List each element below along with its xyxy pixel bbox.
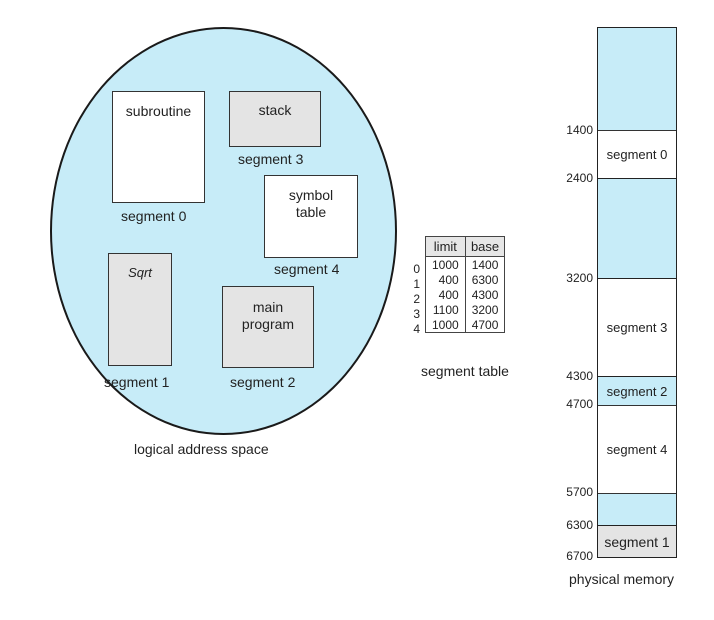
- sqrt-label: Sqrt: [128, 265, 152, 280]
- stack-segment: stack: [229, 91, 321, 147]
- memory-segment-4-label: segment 4: [606, 442, 668, 457]
- base-header: base: [464, 236, 506, 257]
- memory-segment-2-label: segment 2: [606, 383, 668, 399]
- row-index: 3: [413, 307, 420, 321]
- segment-3-caption: segment 3: [238, 151, 304, 167]
- memory-segment-0-label: segment 0: [606, 147, 668, 162]
- limit-cell: 1000: [425, 256, 466, 272]
- main-program-label-line2: program: [241, 316, 295, 332]
- segment-4-caption: segment 4: [274, 261, 340, 277]
- sqrt-segment: Sqrt: [108, 253, 172, 366]
- limit-cell: 400: [425, 287, 466, 302]
- address-label: 6700: [566, 549, 593, 563]
- address-label: 4700: [566, 397, 593, 411]
- free-block: [598, 28, 676, 130]
- base-cell: 4700: [464, 317, 506, 333]
- symbol-table-segment: symbol table: [264, 175, 358, 258]
- symbol-table-label-line1: symbol: [288, 187, 334, 203]
- free-block: [598, 493, 676, 525]
- table-row: 400 6300: [425, 272, 506, 287]
- segment-1-caption: segment 1: [104, 374, 170, 390]
- row-index: 2: [413, 292, 420, 306]
- base-cell: 4300: [464, 287, 506, 302]
- physical-memory-title: physical memory: [569, 571, 675, 587]
- symbol-table-label-line2: table: [295, 204, 327, 220]
- limit-cell: 400: [425, 272, 466, 287]
- segment-table-title: segment table: [421, 363, 509, 379]
- table-row: 1000 1400: [425, 256, 506, 272]
- memory-segment-1-label: segment 1: [604, 533, 670, 550]
- address-label: 3200: [566, 271, 593, 285]
- row-index: 0: [413, 262, 420, 276]
- address-label: 5700: [566, 485, 593, 499]
- memory-segment-1: segment 1: [598, 525, 676, 557]
- row-index: 1: [413, 277, 420, 291]
- logical-address-space-title: logical address space: [134, 441, 269, 457]
- memory-segment-0: segment 0: [598, 130, 676, 178]
- table-header-row: limit base: [425, 236, 506, 257]
- table-row: 400 4300: [425, 287, 506, 302]
- stack-label: stack: [258, 102, 292, 118]
- segment-0-caption: segment 0: [121, 208, 187, 224]
- segment-table-indices: 0 1 2 3 4: [410, 262, 420, 337]
- memory-segment-3-label: segment 3: [606, 320, 668, 335]
- table-row: 1000 4700: [425, 317, 506, 333]
- base-cell: 6300: [464, 272, 506, 287]
- address-label: 6300: [566, 518, 593, 532]
- address-label: 2400: [566, 171, 593, 185]
- subroutine-segment: subroutine: [112, 91, 205, 203]
- limit-cell: 1100: [425, 302, 466, 317]
- address-label: 4300: [566, 369, 593, 383]
- row-index: 4: [413, 322, 420, 336]
- limit-cell: 1000: [425, 317, 466, 333]
- segment-table: limit base 1000 1400 400 6300 400 4300 1…: [425, 236, 506, 333]
- physical-memory: segment 0 segment 3 segment 2 segment 4 …: [597, 27, 677, 558]
- memory-segment-3: segment 3: [598, 278, 676, 376]
- base-cell: 1400: [464, 256, 506, 272]
- main-program-label-line1: main: [252, 299, 284, 315]
- limit-header: limit: [425, 236, 466, 257]
- subroutine-label: subroutine: [125, 103, 192, 119]
- memory-segment-2: segment 2: [598, 376, 676, 405]
- main-program-segment: main program: [222, 286, 314, 368]
- free-block: [598, 178, 676, 278]
- address-label: 1400: [566, 123, 593, 137]
- memory-segment-4: segment 4: [598, 405, 676, 493]
- segment-2-caption: segment 2: [230, 374, 296, 390]
- base-cell: 3200: [464, 302, 506, 317]
- table-row: 1100 3200: [425, 302, 506, 317]
